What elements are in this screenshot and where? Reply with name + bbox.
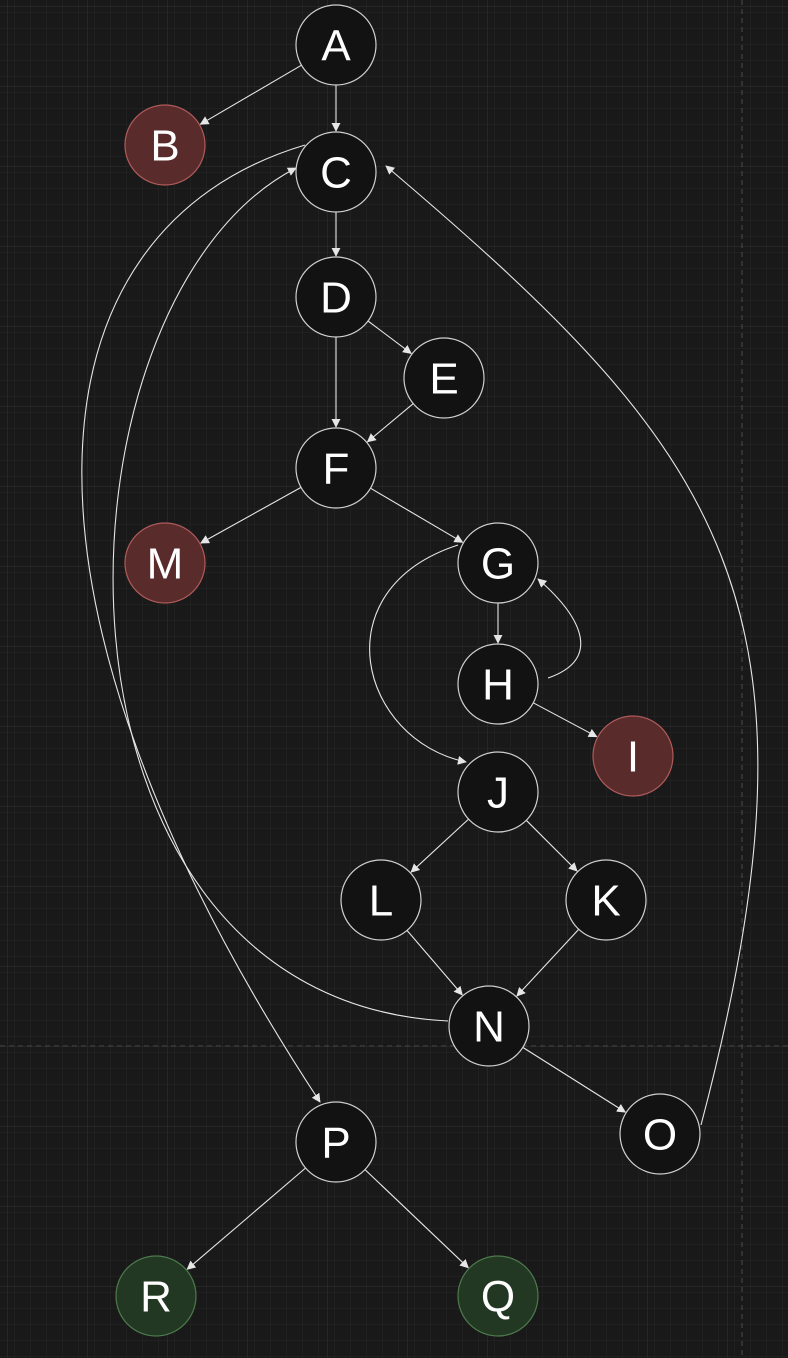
node-label: I (627, 733, 639, 782)
edge-f-to-m[interactable] (200, 486, 302, 544)
node-circle (295, 1101, 377, 1183)
edge-d-to-e[interactable] (367, 320, 412, 354)
edge-j-to-l[interactable] (410, 818, 469, 873)
node-label: C (320, 149, 352, 198)
edge-h-to-i[interactable] (533, 702, 598, 738)
node-circle (565, 859, 647, 941)
node-o[interactable]: O (619, 1093, 701, 1175)
node-label: M (147, 540, 184, 589)
edge-p-to-r[interactable] (186, 1167, 306, 1270)
node-label: D (320, 274, 352, 323)
node-circle (124, 522, 206, 604)
node-label: R (140, 1273, 172, 1322)
node-l[interactable]: L (340, 859, 422, 941)
edge-a-to-b[interactable] (199, 64, 302, 125)
node-label: J (487, 769, 509, 818)
node-circle (457, 751, 539, 833)
node-r[interactable]: R (115, 1255, 197, 1337)
edge-j-to-k[interactable] (525, 819, 578, 872)
node-label: Q (481, 1273, 515, 1322)
node-circle (295, 4, 377, 86)
edge-p-to-q[interactable] (364, 1169, 469, 1269)
node-circle (295, 427, 377, 509)
node-circle (115, 1255, 197, 1337)
edge-n-to-c[interactable] (112, 167, 449, 1022)
node-label: L (369, 877, 393, 926)
node-p[interactable]: P (295, 1101, 377, 1183)
node-c[interactable]: C (295, 131, 377, 213)
edge-f-to-g[interactable] (370, 487, 464, 543)
edge-o-to-c[interactable] (385, 165, 759, 1126)
node-h[interactable]: H (457, 643, 539, 725)
node-label: P (321, 1119, 350, 1168)
node-circle (619, 1093, 701, 1175)
node-label: O (643, 1111, 677, 1160)
edge-h-to-g[interactable] (537, 578, 582, 679)
node-q[interactable]: Q (457, 1255, 539, 1337)
node-label: B (150, 122, 179, 171)
node-label: N (473, 1003, 505, 1052)
node-f[interactable]: F (295, 427, 377, 509)
node-circle (295, 131, 377, 213)
node-circle (457, 643, 539, 725)
node-g[interactable]: G (457, 522, 539, 604)
node-circle (592, 715, 674, 797)
edge-n-to-o[interactable] (522, 1046, 627, 1113)
node-circle (457, 1255, 539, 1337)
node-b[interactable]: B (124, 104, 206, 186)
node-label: H (482, 661, 514, 710)
edge-k-to-n[interactable] (516, 928, 580, 997)
node-m[interactable]: M (124, 522, 206, 604)
node-circle (340, 859, 422, 941)
node-j[interactable]: J (457, 751, 539, 833)
node-d[interactable]: D (295, 256, 377, 338)
node-label: G (481, 540, 515, 589)
node-e[interactable]: E (403, 337, 485, 419)
node-a[interactable]: A (295, 4, 377, 86)
edges-layer (81, 64, 759, 1270)
node-circle (448, 985, 530, 1067)
node-circle (295, 256, 377, 338)
node-label: K (591, 877, 620, 926)
edge-c-to-p[interactable] (81, 144, 321, 1103)
node-circle (457, 522, 539, 604)
node-i[interactable]: I (592, 715, 674, 797)
node-circle (124, 104, 206, 186)
node-n[interactable]: N (448, 985, 530, 1067)
node-circle (403, 337, 485, 419)
edge-e-to-f[interactable] (366, 403, 414, 443)
edge-l-to-n[interactable] (406, 930, 463, 996)
edge-g-to-j[interactable] (369, 544, 467, 765)
node-label: F (323, 445, 350, 494)
node-k[interactable]: K (565, 859, 647, 941)
node-label: E (429, 355, 458, 404)
nodes-layer: A B C D E F M G H I J L K N O P R Q (115, 4, 701, 1337)
node-label: A (321, 22, 351, 71)
